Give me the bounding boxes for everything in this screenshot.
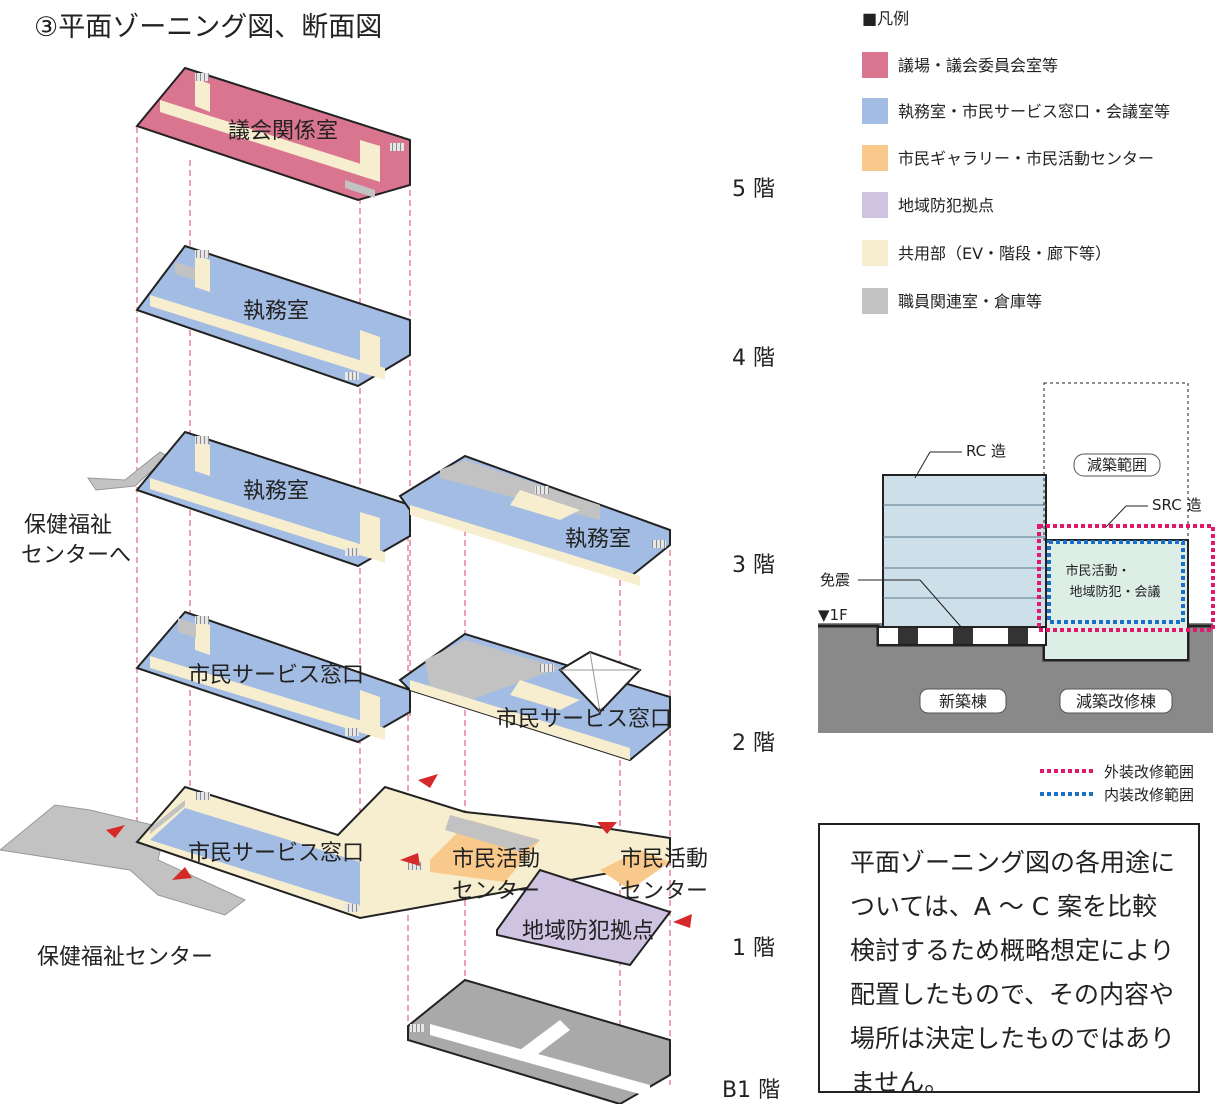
floor-label-1f: 1 階 <box>732 936 775 961</box>
floor-label-5f: 5 階 <box>732 177 775 202</box>
floor-b1-plan <box>407 978 671 1104</box>
renovated-building-label: 減築改修棟 <box>1076 692 1156 711</box>
floor-3-plan <box>87 430 671 586</box>
floor-1-plan <box>0 785 672 967</box>
entrance-arrows <box>106 774 692 928</box>
floor-label-b1: B1 階 <box>722 1078 780 1103</box>
legend-label-gallery: 市民ギャラリー・市民活動センター <box>898 149 1154 168</box>
room-label-4f: 執務室 <box>243 299 309 324</box>
legend-swatch-gallery <box>862 145 888 171</box>
floor-2-plan <box>135 610 671 762</box>
floor-4-plan <box>135 244 411 388</box>
isolation-label: 免震 <box>820 571 850 589</box>
disclaimer-note: 平面ゾーニング図の各用途については、A ～ C 案を比較検討するため概略想定によ… <box>818 823 1200 1097</box>
new-building-label: 新築棟 <box>939 692 987 711</box>
legend-interior-label: 内装改修範囲 <box>1104 786 1194 804</box>
room-labels: 議会関係室 執務室 執務室 執務室 市民サービス窓口 市民サービス窓口 市民サー… <box>188 119 708 944</box>
room-label-1f-left: 市民サービス窓口 <box>188 841 364 866</box>
legend: ■凡例 議場・議会委員会室等 執務室・市民サービス窓口・会議室等 市民ギャラリー… <box>862 9 1170 314</box>
floor-5-plan <box>135 66 411 202</box>
center-label: 保健福祉センター <box>37 945 213 970</box>
room-label-1f-right-b: センター <box>620 879 708 904</box>
legend-swatch-staff <box>862 288 888 314</box>
legend-exterior-label: 外装改修範囲 <box>1104 763 1194 781</box>
floor-label-3f: 3 階 <box>732 553 775 578</box>
to-center-line2: センターへ <box>21 543 131 568</box>
section-inner-line1: 市民活動・ <box>1065 563 1130 579</box>
level-1f-label: ▼1F <box>818 606 848 624</box>
rc-label: RC 造 <box>966 442 1006 460</box>
legend-label-staff: 職員関連室・倉庫等 <box>898 292 1042 311</box>
room-label-1f-center-a: 市民活動 <box>452 847 540 872</box>
legend-label-crime: 地域防犯拠点 <box>898 196 994 215</box>
legend-swatch-assembly <box>862 52 888 78</box>
floor-label-4f: 4 階 <box>732 346 775 371</box>
room-label-1f-crime: 地域防犯拠点 <box>522 919 654 944</box>
genchiku-range-label: 減築範囲 <box>1087 456 1147 474</box>
page-title: ③平面ゾーニング図、断面図 <box>34 12 382 43</box>
legend-swatch-office <box>862 98 888 124</box>
legend-label-office: 執務室・市民サービス窓口・会議室等 <box>898 102 1170 121</box>
room-label-3f-left: 執務室 <box>243 479 309 504</box>
room-label-3f-right: 執務室 <box>565 527 631 552</box>
legend-swatch-crime <box>862 192 888 218</box>
left-labels: 保健福祉 センターへ 保健福祉センター <box>21 513 213 970</box>
room-label-1f-center-b: センター <box>452 879 540 904</box>
legend-title: ■凡例 <box>862 9 909 28</box>
legend-label-common: 共用部（EV・階段・廊下等） <box>898 244 1111 263</box>
section-diagram: RC 造 SRC 造 減築範囲 免震 ▼1F 市民活動・ 地域防犯・会議 新築棟… <box>818 382 1215 804</box>
legend-label-assembly: 議場・議会委員会室等 <box>898 56 1058 75</box>
room-label-2f-left: 市民サービス窓口 <box>188 663 364 688</box>
floor-label-2f: 2 階 <box>732 731 775 756</box>
room-label-1f-right-a: 市民活動 <box>620 847 708 872</box>
room-label-2f-right: 市民サービス窓口 <box>496 707 672 732</box>
section-inner-line2: 地域防犯・会議 <box>1069 584 1160 600</box>
legend-swatch-common <box>862 240 888 266</box>
src-label: SRC 造 <box>1152 496 1201 514</box>
floor-labels: 5 階 4 階 3 階 2 階 1 階 B1 階 <box>722 177 780 1103</box>
to-center-line1: 保健福祉 <box>24 513 112 538</box>
room-label-5f: 議会関係室 <box>228 119 338 144</box>
